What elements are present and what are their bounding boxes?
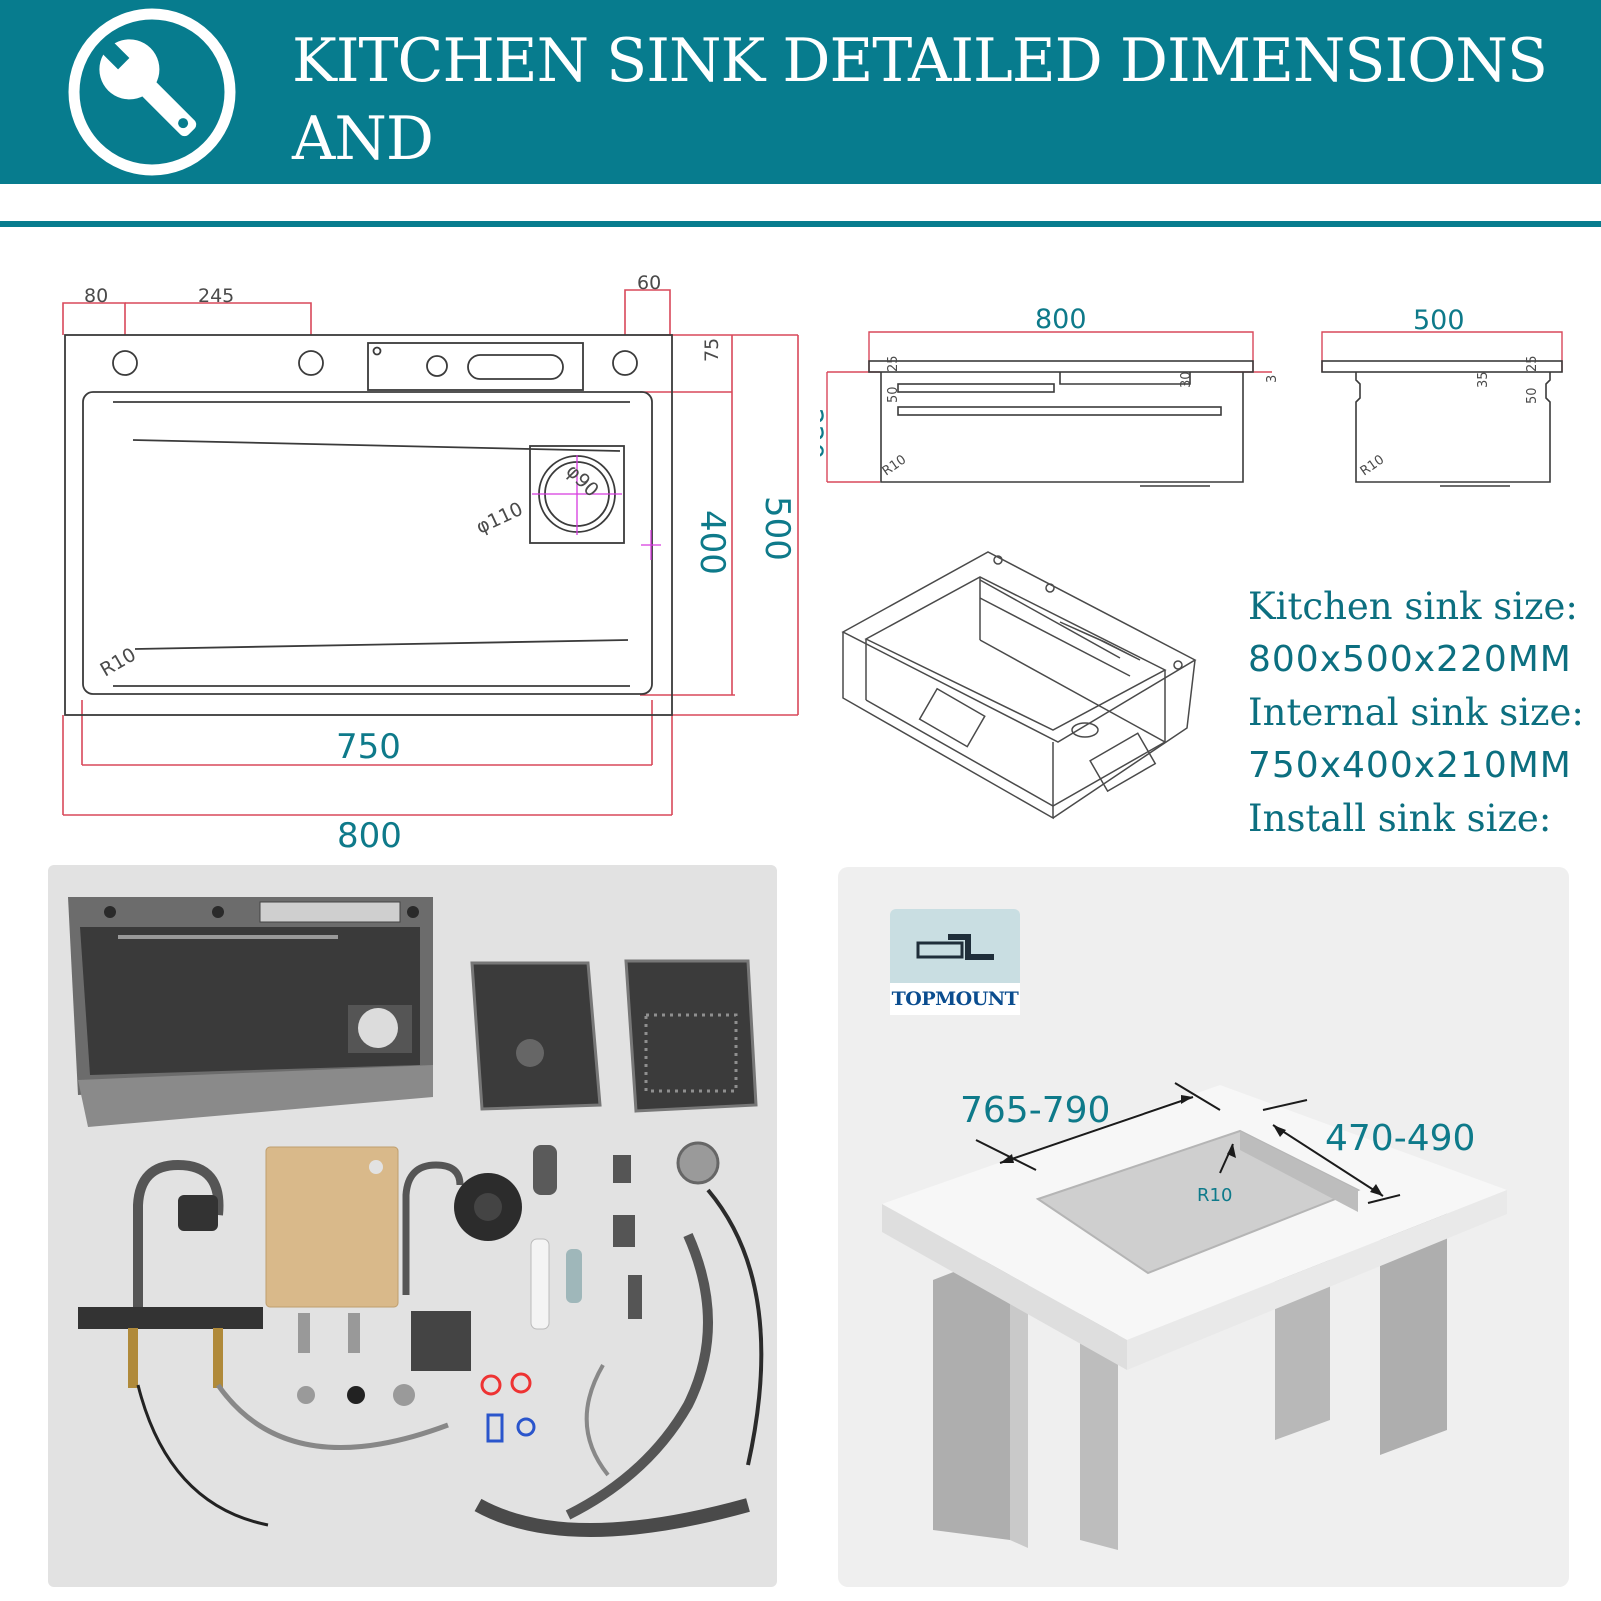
dim-75: 75 xyxy=(701,338,723,362)
internal-size-label: Internal sink size: xyxy=(1248,691,1584,734)
dim-800: 800 xyxy=(337,816,402,856)
top-view-drawing: 80 245 60 75 φ110 φ90 R10 400 500 750 80… xyxy=(62,272,799,856)
dim-400: 400 xyxy=(692,510,732,575)
topmount-badge: TOPMOUNT xyxy=(890,909,1020,1015)
page-title-line2: INSTALLATION DIMENSIONS xyxy=(292,182,1209,252)
front-dim-r10: R10 xyxy=(880,452,910,479)
front-view-drawing: 25 50 30 3 R10 800 220 xyxy=(820,304,1280,487)
front-dim-50: 50 xyxy=(886,386,901,403)
side-dim-500: 500 xyxy=(1413,305,1465,336)
isometric-sink-drawing xyxy=(841,551,1197,820)
dim-r10: R10 xyxy=(97,644,140,682)
install-width: 765-790 xyxy=(960,1090,1110,1131)
sink-spec-list: Kitchen sink size: 800x500x220MM Interna… xyxy=(1248,580,1593,845)
install-size-label: Install sink size: xyxy=(1248,797,1552,840)
front-dim-220: 220 xyxy=(820,408,828,460)
basin-outline xyxy=(82,391,653,695)
dim-500: 500 xyxy=(757,496,797,561)
dim-80: 80 xyxy=(84,285,108,307)
side-dim-50: 50 xyxy=(1525,387,1540,404)
dim-phi90: φ90 xyxy=(561,460,603,502)
dim-750: 750 xyxy=(336,727,401,767)
front-dim-30: 30 xyxy=(1179,371,1194,388)
kitchen-size-label: Kitchen sink size: xyxy=(1248,585,1578,628)
countertop-illustration: 765-790 470-490 R10 xyxy=(882,1082,1507,1550)
topmount-icon xyxy=(916,934,994,960)
page-title: KITCHEN SINK DETAILED DIMENSIONS AND INS… xyxy=(292,22,1582,256)
wrench-icon xyxy=(68,8,236,176)
side-dim-r10: R10 xyxy=(1358,452,1388,479)
header-banner: KITCHEN SINK DETAILED DIMENSIONS AND INS… xyxy=(0,0,1601,252)
front-dim-25: 25 xyxy=(886,355,901,372)
dim-phi110: φ110 xyxy=(473,498,527,539)
installation-render: TOPMOUNT 765-790 xyxy=(838,867,1569,1587)
internal-size-value: 750x400x210MM xyxy=(1248,745,1572,786)
header-underline xyxy=(0,221,1601,227)
side-dim-35: 35 xyxy=(1476,371,1491,388)
page-title-line1: KITCHEN SINK DETAILED DIMENSIONS AND xyxy=(292,26,1548,174)
side-view-drawing: 25 35 50 R10 500 xyxy=(1321,305,1563,487)
kitchen-size-value: 800x500x220MM xyxy=(1248,639,1572,680)
side-dim-25: 25 xyxy=(1525,355,1540,372)
accessories-illustration xyxy=(68,897,764,1537)
sink-outline xyxy=(64,334,673,716)
topmount-label: TOPMOUNT xyxy=(890,983,1020,1015)
install-radius: R10 xyxy=(1197,1185,1232,1206)
front-dim-3: 3 xyxy=(1265,375,1280,383)
accessories-photo xyxy=(48,865,777,1587)
front-dim-800: 800 xyxy=(1035,304,1087,335)
install-depth: 470-490 xyxy=(1325,1118,1475,1159)
dim-245: 245 xyxy=(198,285,234,307)
dim-60: 60 xyxy=(637,272,661,294)
